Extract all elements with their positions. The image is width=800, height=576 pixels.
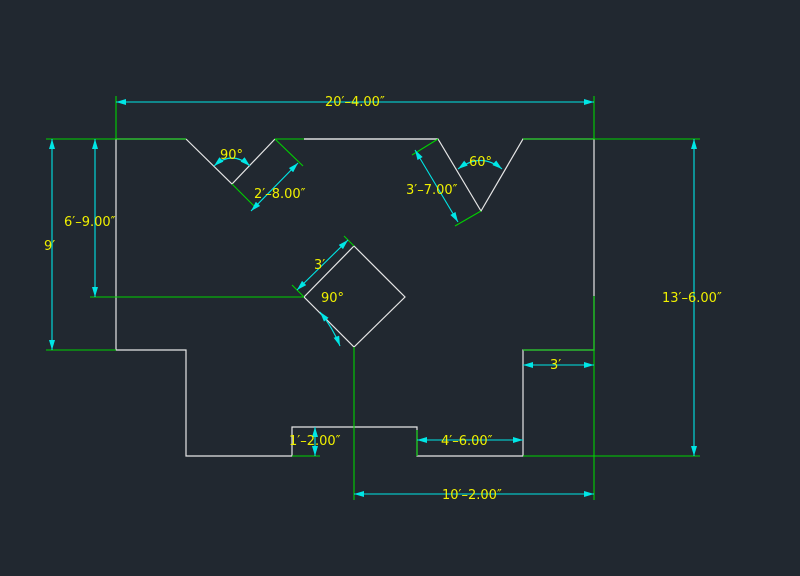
dimension-lines: [49, 99, 697, 497]
label-right-notch-angle: 60°: [469, 155, 492, 170]
extension-lines: [46, 96, 700, 500]
dimline-square-side: [296, 239, 349, 291]
dimline-right-notch-length: [414, 149, 459, 223]
dimline-left-notch-depth: [250, 162, 299, 212]
label-right-notch-width: 3′: [550, 358, 561, 373]
arc-right-notch-60: [457, 159, 503, 170]
dimension-labels: 20′–4.00″ 9′ 6′–9.00″ 13′–6.00″ 90° 2′–8…: [44, 95, 722, 503]
label-overall-width: 20′–4.00″: [325, 95, 385, 110]
label-left-inner: 6′–9.00″: [64, 215, 116, 230]
label-right-height: 13′–6.00″: [662, 291, 722, 306]
label-bottom-step: 4′–6.00″: [441, 434, 493, 449]
label-left-notch-depth: 2′–8.00″: [254, 187, 306, 202]
label-right-notch-length: 3′–7.00″: [406, 183, 458, 198]
label-square-angle: 90°: [321, 291, 344, 306]
label-square-side: 3′: [314, 258, 325, 273]
label-left-outer: 9′: [44, 239, 55, 254]
arc-square-90: [319, 311, 341, 347]
label-left-notch-angle: 90°: [220, 148, 243, 163]
label-bottom-offset: 10′–2.00″: [442, 488, 502, 503]
arc-left-notch-90: [213, 157, 251, 167]
label-slot-height: 1′–2.00″: [289, 434, 341, 449]
